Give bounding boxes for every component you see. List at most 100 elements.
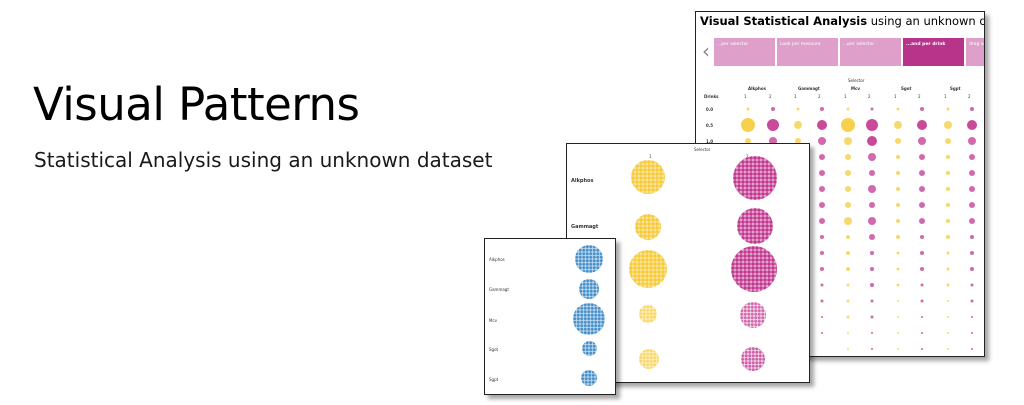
sub-level: 2 (769, 94, 772, 99)
report-dot-cluster (946, 251, 950, 255)
blue-cluster (575, 245, 603, 273)
mid-selector-label: Selector (694, 147, 711, 152)
report-dot-cluster (870, 267, 874, 271)
report-title-bold: Visual Statistical Analysis (700, 14, 868, 28)
report-dot-cluster (896, 155, 900, 159)
carousel-tile-3[interactable]: ...per selector (840, 38, 901, 66)
chevron-left-icon[interactable]: ‹ (702, 39, 710, 63)
report-dot-cluster (819, 218, 825, 224)
report-dot-cluster (847, 348, 849, 350)
report-dot-cluster (819, 186, 825, 192)
mid-row-label: Gammagt (571, 224, 599, 230)
carousel-tile-4[interactable]: ...and per drink (903, 38, 964, 66)
report-dot-cluster (947, 348, 949, 350)
report-dot-cluster (897, 316, 899, 318)
slide-subtitle: Statistical Analysis using an unknown da… (34, 148, 493, 172)
report-dot-cluster (867, 136, 877, 146)
front-row-label: Alkphos (489, 257, 505, 262)
report-dot-cluster (795, 138, 801, 144)
report-dot-cluster (841, 118, 855, 132)
report-dot-cluster (970, 251, 974, 255)
front-row-label: Sgpt (489, 377, 499, 382)
report-dot-cluster (746, 107, 750, 111)
report-dot-cluster (866, 119, 878, 131)
slide-title: Visual Patterns (33, 78, 360, 131)
report-dot-cluster (947, 300, 949, 302)
report-dot-cluster (846, 267, 850, 271)
report-dot-cluster (819, 170, 825, 176)
drink-value: 0.0 (706, 107, 714, 112)
report-dot-cluster (846, 251, 850, 255)
report-dot-cluster (946, 267, 950, 271)
report-dot-cluster (946, 219, 950, 223)
report-dot-cluster (896, 251, 900, 255)
report-dot-cluster (919, 202, 925, 208)
report-dot-cluster (847, 332, 849, 334)
report-dot-cluster (820, 235, 824, 239)
report-dot-cluster (869, 170, 875, 176)
report-dot-cluster (921, 332, 923, 334)
report-dot-cluster (896, 171, 900, 175)
sub-level: 1 (744, 94, 747, 99)
report-dot-cluster (794, 121, 802, 129)
report-dot-cluster (895, 138, 901, 144)
report-dot-cluster (745, 138, 751, 144)
report-dot-cluster (741, 118, 755, 132)
report-dot-cluster (920, 251, 924, 255)
report-dot-cluster (868, 217, 876, 225)
report-dot-cluster (821, 316, 823, 318)
report-dot-cluster (896, 107, 900, 111)
carousel-tile-1[interactable]: ...per selector (714, 38, 775, 66)
report-dot-cluster (921, 316, 923, 318)
report-dot-cluster (845, 186, 851, 192)
report-dot-cluster (896, 203, 900, 207)
report-dot-cluster (870, 315, 874, 319)
report-dot-cluster (871, 348, 873, 350)
yellow-cluster (631, 160, 665, 194)
report-dot-cluster (844, 217, 852, 225)
report-dot-cluster (917, 120, 927, 130)
blue-clusters-screenshot: Alkphos Gammagt Mcv Sgot Sgpt (484, 238, 616, 395)
report-dot-cluster (817, 120, 827, 130)
measure-header: Sgot (901, 86, 912, 91)
blue-cluster (582, 341, 597, 356)
sub-level: 2 (918, 94, 921, 99)
report-title-rest: using an unknown dataset (870, 14, 984, 28)
report-dot-cluster (845, 154, 851, 160)
sub-level: 1 (894, 94, 897, 99)
report-dot-cluster (946, 155, 950, 159)
report-carousel: ‹ ...per selector Look per measure ...pe… (700, 37, 984, 67)
report-dot-cluster (767, 119, 779, 131)
report-dot-cluster (896, 235, 900, 239)
yellow-cluster (635, 214, 661, 240)
report-dot-cluster (870, 283, 874, 287)
report-dot-cluster (945, 138, 951, 144)
pink-cluster (733, 156, 777, 200)
report-dot-cluster (920, 107, 924, 111)
carousel-tile-5[interactable]: drag and measure (966, 38, 984, 66)
sub-level: 1 (794, 94, 797, 99)
report-dot-cluster (820, 251, 824, 255)
measure-header: Sgpt (950, 86, 961, 91)
carousel-tile-2[interactable]: Look per measure (777, 38, 838, 66)
report-dot-cluster (844, 137, 852, 145)
report-dot-cluster (946, 235, 950, 239)
report-dot-cluster (971, 316, 973, 318)
report-dot-cluster (846, 299, 850, 303)
report-dot-cluster (846, 283, 850, 287)
blue-cluster (579, 279, 599, 299)
report-dot-cluster (870, 107, 874, 111)
report-dot-cluster (894, 121, 902, 129)
report-dot-cluster (846, 235, 850, 239)
report-dot-cluster (970, 283, 974, 287)
report-dot-cluster (946, 203, 950, 207)
report-dot-cluster (897, 300, 899, 302)
report-dot-cluster (897, 348, 899, 350)
report-dot-cluster (920, 267, 924, 271)
report-dot-cluster (946, 187, 950, 191)
report-dot-cluster (771, 107, 775, 111)
report-dot-cluster (971, 348, 973, 350)
report-title: Visual Statistical Analysis using an unk… (700, 14, 984, 28)
report-dot-cluster (820, 283, 824, 287)
report-dot-cluster (819, 154, 825, 160)
